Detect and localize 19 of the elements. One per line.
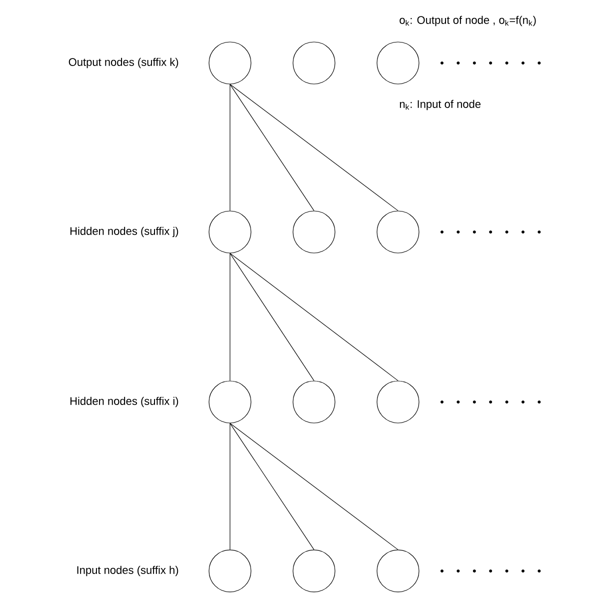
node-circle: [208, 42, 252, 84]
node-circle: [208, 550, 252, 592]
node-circle: [292, 42, 336, 84]
node-circle: [292, 380, 336, 424]
connector-line: [230, 84, 398, 211]
node-circle: [292, 550, 336, 592]
connector-line: [230, 252, 314, 381]
node-circle: [292, 210, 336, 254]
connector-line: [230, 84, 314, 211]
text-label: n$_{k}$: Input of node: [400, 100, 481, 110]
connector-line: [230, 422, 314, 550]
node-circle: [376, 550, 420, 592]
node-circle: [376, 210, 420, 254]
connector-line: [230, 422, 398, 550]
node-circle: [208, 380, 252, 424]
node-circle: [376, 42, 420, 84]
node-circle: [208, 210, 252, 254]
node-circle: [376, 380, 420, 424]
connector-line: [230, 252, 398, 381]
